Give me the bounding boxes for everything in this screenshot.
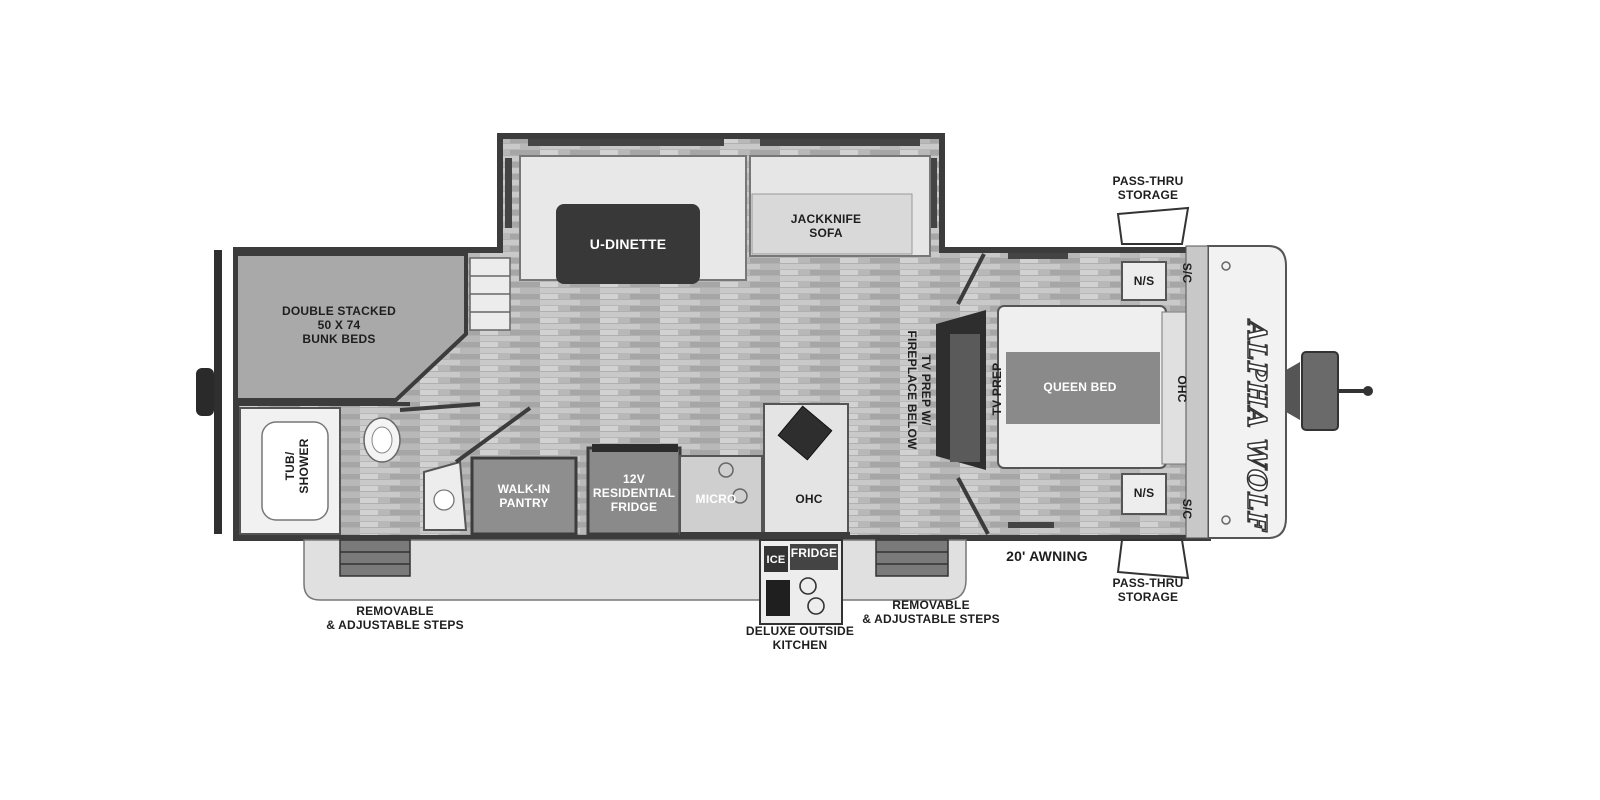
bedroom-window-bottom: [1008, 522, 1054, 528]
u-dinette-label: U-DINETTE: [589, 236, 667, 252]
sc-bottom-label: S/C: [1180, 498, 1194, 520]
bedroom-window-top: [1008, 253, 1068, 259]
walk-in-pantry: [470, 456, 578, 536]
pass-thru-top-label: PASS-THRU STORAGE: [1112, 174, 1184, 202]
nightstand-top: [1121, 261, 1167, 301]
walk-in-pantry-label: WALK-IN PANTRY: [497, 482, 551, 510]
ice-label: ICE: [766, 554, 786, 566]
brand-logo: ALPHA WOLF: [1240, 320, 1272, 532]
jackknife-sofa-label: JACKKNIFE SOFA: [790, 212, 862, 240]
micro-label: MICRO: [695, 492, 737, 506]
ohc-bed-label: OHC: [1175, 375, 1189, 403]
tv-prep-fireplace-label: TV PREP W/ FIREPLACE BELOW: [905, 330, 933, 450]
nightstand-top-label: N/S: [1133, 274, 1155, 288]
outside-burner-icon: [799, 577, 817, 595]
residential-fridge: [586, 446, 682, 536]
tongue-hitch: [1286, 362, 1300, 420]
nightstand-bottom: [1121, 473, 1167, 515]
bunk-bed-shape: [234, 252, 468, 402]
steps-left: [339, 539, 411, 577]
pass-thru-bottom-label: PASS-THRU STORAGE: [1112, 576, 1184, 604]
outside-fridge: [790, 544, 838, 570]
living-slide: [519, 155, 931, 284]
kitchen-sink: [777, 405, 833, 461]
bedroom: [936, 253, 1189, 535]
spare-tire: [196, 368, 214, 416]
burner-icon: [732, 488, 748, 504]
burner-icon: [718, 462, 734, 478]
outside-burner-icon: [807, 597, 825, 615]
u-dinette-table: [556, 204, 700, 284]
microwave-counter: [679, 455, 763, 535]
steps-right: [875, 539, 949, 577]
kitchen-area: [470, 403, 850, 536]
rear-bumper: [214, 250, 222, 534]
pass-thru-doors: [1116, 206, 1190, 580]
ohc-kitchen-label: OHC: [795, 492, 823, 506]
propane-box: [1301, 351, 1339, 431]
ice-maker: [764, 546, 788, 572]
nightstand-bottom-label: N/S: [1133, 486, 1155, 500]
outside-kitchen: [759, 539, 843, 625]
bunk-beds-label: DOUBLE STACKED 50 X 74 BUNK BEDS: [282, 304, 396, 346]
awning-label: 20' AWNING: [1006, 548, 1088, 564]
exterior-wall: [233, 133, 1211, 541]
bathroom: [236, 402, 532, 535]
sc-top-label: S/C: [1180, 262, 1194, 284]
slide-windows: [505, 139, 937, 228]
outside-kitchen-label: DELUXE OUTSIDE KITCHEN: [745, 624, 855, 652]
outside-fridge-label: FRIDGE: [790, 546, 838, 560]
residential-fridge-label: 12V RESIDENTIAL FRIDGE: [592, 472, 676, 514]
bunk-room: [234, 252, 511, 402]
steps-right-label: REMOVABLE & ADJUSTABLE STEPS: [862, 598, 1000, 626]
tv-prep-label: TV PREP: [990, 362, 1004, 416]
queen-bed-label: QUEEN BED: [1043, 380, 1117, 394]
steps-left-label: REMOVABLE & ADJUSTABLE STEPS: [326, 604, 464, 632]
tub-shower-label: TUB/ SHOWER: [283, 438, 311, 494]
front-cap: [1185, 245, 1373, 539]
exterior: [303, 539, 967, 625]
queen-bed-blanket: [1006, 352, 1160, 424]
